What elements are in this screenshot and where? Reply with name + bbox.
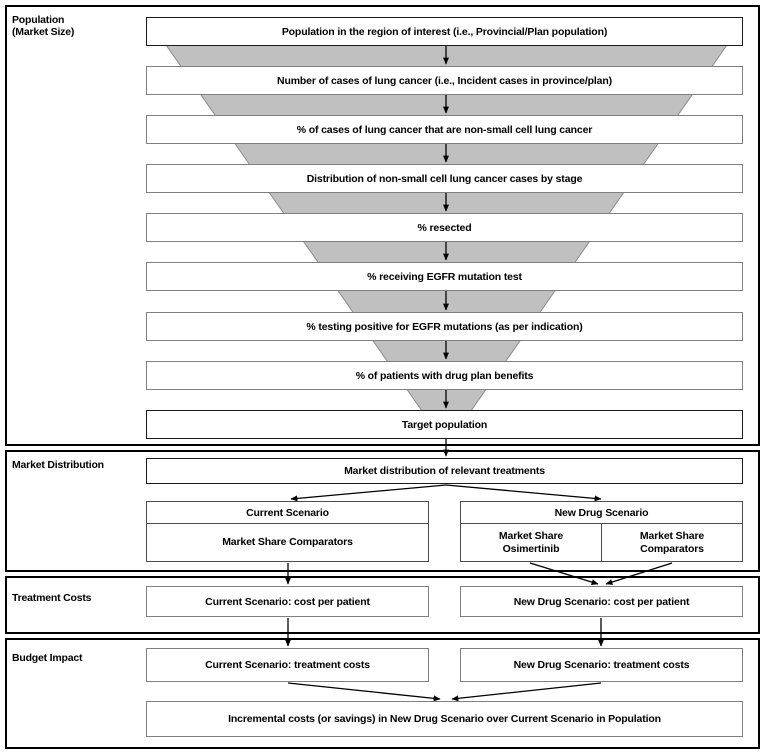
section-label-population-line1: Population bbox=[12, 14, 65, 26]
funnel-step-4[interactable]: % resected bbox=[146, 213, 743, 242]
section-treatment-costs bbox=[5, 576, 760, 634]
funnel-step-7[interactable]: % of patients with drug plan benefits bbox=[146, 361, 743, 390]
section-label-treatment-costs: Treatment Costs bbox=[12, 592, 92, 604]
new-drug-scenario-title: New Drug Scenario bbox=[461, 502, 742, 524]
market-distribution-header-box[interactable]: Market distribution of relevant treatmen… bbox=[146, 458, 743, 484]
section-label-market-distribution: Market Distribution bbox=[12, 459, 104, 471]
section-budget-impact bbox=[5, 638, 760, 749]
funnel-step-5[interactable]: % receiving EGFR mutation test bbox=[146, 262, 743, 291]
funnel-step-6[interactable]: % testing positive for EGFR mutations (a… bbox=[146, 312, 743, 341]
section-label-population-line2: (Market Size) bbox=[12, 26, 75, 38]
current-scenario-box[interactable]: Current Scenario Market Share Comparator… bbox=[146, 501, 429, 562]
section-population bbox=[5, 5, 760, 446]
budget-impact-incremental-costs[interactable]: Incremental costs (or savings) in New Dr… bbox=[146, 701, 743, 737]
funnel-step-0[interactable]: Population in the region of interest (i.… bbox=[146, 17, 743, 46]
section-market-distribution bbox=[5, 450, 760, 572]
section-label-budget-impact: Budget Impact bbox=[12, 652, 83, 664]
budget-impact-current-scenario[interactable]: Current Scenario: treatment costs bbox=[146, 648, 429, 682]
funnel-step-3[interactable]: Distribution of non-small cell lung canc… bbox=[146, 164, 743, 193]
funnel-step-1[interactable]: Number of cases of lung cancer (i.e., In… bbox=[146, 66, 743, 95]
funnel-step-8[interactable]: Target population bbox=[146, 410, 743, 439]
budget-impact-new-drug-scenario[interactable]: New Drug Scenario: treatment costs bbox=[460, 648, 743, 682]
treatment-cost-current-scenario[interactable]: Current Scenario: cost per patient bbox=[146, 586, 429, 617]
funnel-step-2[interactable]: % of cases of lung cancer that are non-s… bbox=[146, 115, 743, 144]
current-scenario-body: Market Share Comparators bbox=[147, 524, 428, 561]
current-scenario-cell-comparators[interactable]: Market Share Comparators bbox=[222, 536, 353, 549]
current-scenario-title: Current Scenario bbox=[147, 502, 428, 524]
treatment-cost-new-drug-scenario[interactable]: New Drug Scenario: cost per patient bbox=[460, 586, 743, 617]
